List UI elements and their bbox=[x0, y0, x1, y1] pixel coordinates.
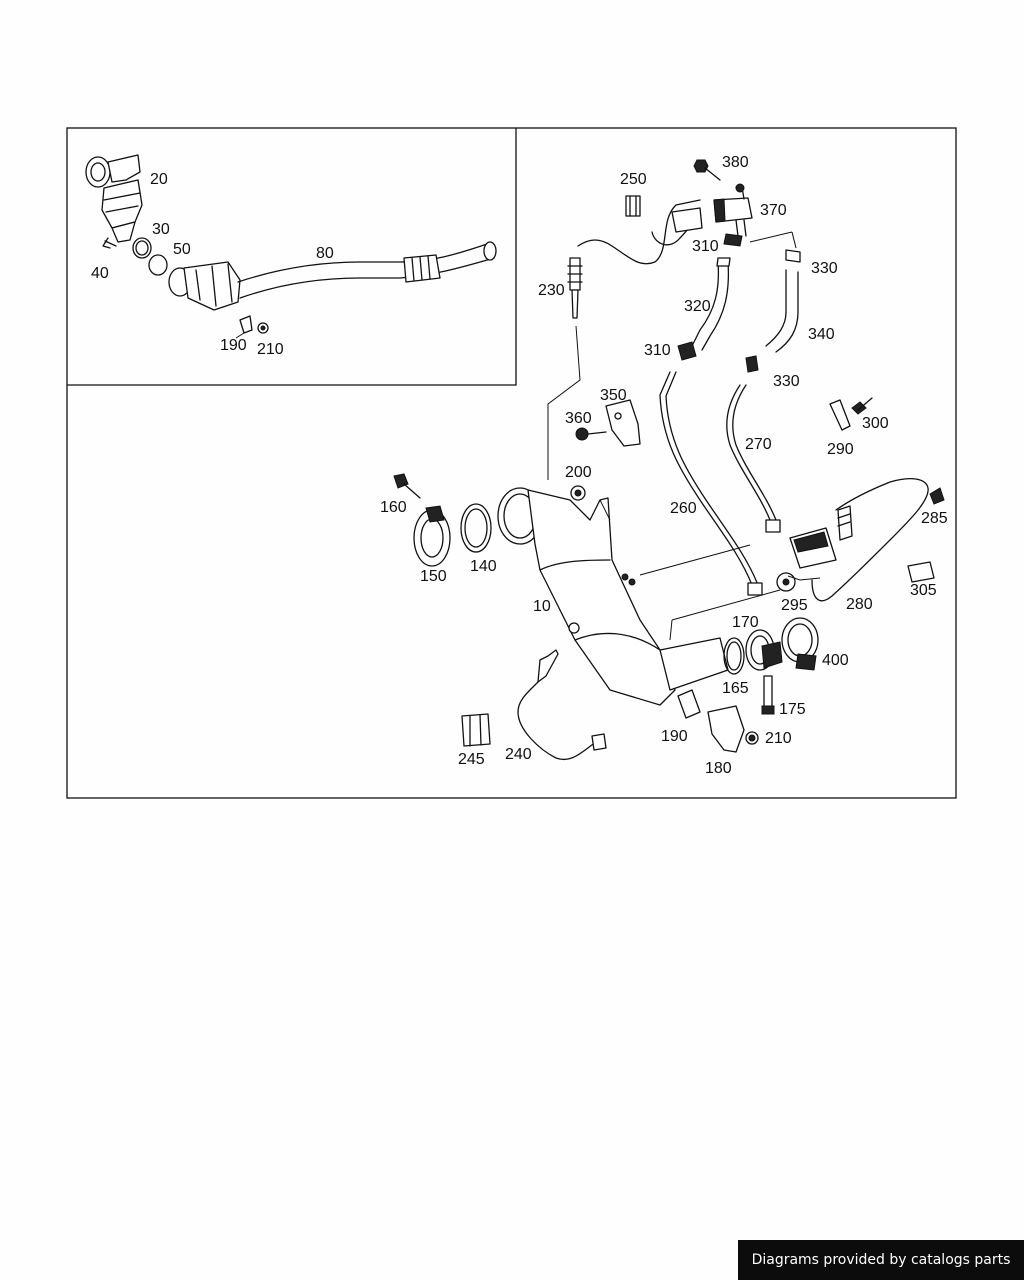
callout-80: 80 bbox=[316, 245, 334, 262]
bolt-300[interactable] bbox=[851, 397, 873, 415]
callout-165: 165 bbox=[722, 680, 749, 697]
callout-labels: 20 30 50 40 80 190 210 380 250 370 310 3… bbox=[91, 154, 948, 777]
oxygen-sensor-230[interactable] bbox=[567, 257, 583, 319]
pressure-pipe-260[interactable] bbox=[659, 371, 763, 596]
clip-310-mid[interactable] bbox=[677, 341, 697, 361]
callout-400: 400 bbox=[822, 652, 849, 669]
callout-20: 20 bbox=[150, 171, 168, 188]
nut-200[interactable] bbox=[570, 485, 586, 501]
wiring-harness-230[interactable] bbox=[577, 199, 703, 265]
bracket-350[interactable] bbox=[605, 399, 641, 447]
callout-230: 230 bbox=[538, 282, 565, 299]
callout-210: 210 bbox=[765, 730, 792, 747]
callout-250: 250 bbox=[620, 171, 647, 188]
bolt-160[interactable] bbox=[393, 473, 421, 499]
callout-160: 160 bbox=[380, 499, 407, 516]
callout-210-inset: 210 bbox=[257, 341, 284, 358]
hose-320[interactable] bbox=[691, 257, 731, 351]
callout-200: 200 bbox=[565, 464, 592, 481]
callout-360: 360 bbox=[565, 410, 592, 427]
oxygen-sensor-280[interactable] bbox=[811, 477, 929, 602]
callout-50: 50 bbox=[173, 241, 191, 258]
callout-40: 40 bbox=[91, 265, 109, 282]
callout-295: 295 bbox=[781, 597, 808, 614]
pressure-sensor-370[interactable] bbox=[713, 183, 753, 237]
callout-280: 280 bbox=[846, 596, 873, 613]
callout-170: 170 bbox=[732, 614, 759, 631]
clip-310-top[interactable] bbox=[723, 233, 743, 247]
hose-340[interactable] bbox=[765, 269, 799, 353]
callout-180: 180 bbox=[705, 760, 732, 777]
callout-10: 10 bbox=[533, 598, 551, 615]
clamp-400[interactable] bbox=[781, 617, 819, 671]
gasket-30[interactable] bbox=[132, 237, 152, 259]
catalytic-converter-20[interactable] bbox=[85, 154, 143, 243]
callout-260: 260 bbox=[670, 500, 697, 517]
callout-150: 150 bbox=[420, 568, 447, 585]
callout-190-inset: 190 bbox=[220, 337, 247, 354]
footer-credit: Diagrams provided by catalogs parts bbox=[738, 1240, 1024, 1280]
callout-140: 140 bbox=[470, 558, 497, 575]
callout-310-top: 310 bbox=[692, 238, 719, 255]
inset-frame bbox=[67, 128, 517, 386]
pressure-pipe-270[interactable] bbox=[726, 384, 781, 533]
callout-340: 340 bbox=[808, 326, 835, 343]
callout-190: 190 bbox=[661, 728, 688, 745]
callout-245: 245 bbox=[458, 751, 485, 768]
bracket-190-inset[interactable] bbox=[239, 315, 253, 334]
bolt-40[interactable] bbox=[102, 237, 117, 249]
callout-320: 320 bbox=[684, 298, 711, 315]
leader-lines bbox=[599, 499, 821, 641]
callout-330-mid: 330 bbox=[773, 373, 800, 390]
callout-175: 175 bbox=[779, 701, 806, 718]
control-unit-295[interactable] bbox=[789, 527, 837, 569]
callout-305: 305 bbox=[910, 582, 937, 599]
callout-300: 300 bbox=[862, 415, 889, 432]
seal-ring-140[interactable] bbox=[460, 503, 492, 553]
washer-295[interactable] bbox=[776, 572, 796, 592]
callout-290: 290 bbox=[827, 441, 854, 458]
bracket-305[interactable] bbox=[907, 561, 935, 583]
clamp-170[interactable] bbox=[745, 629, 783, 671]
clamp-150[interactable] bbox=[413, 505, 451, 567]
seal-ring-165[interactable] bbox=[723, 637, 745, 675]
clip-330-top[interactable] bbox=[785, 249, 801, 263]
temperature-sensor-240[interactable] bbox=[517, 649, 607, 761]
nut-210-inset[interactable] bbox=[257, 322, 269, 334]
diagram-frame bbox=[66, 127, 957, 799]
bracket-290[interactable] bbox=[829, 399, 851, 431]
clip-285[interactable] bbox=[929, 487, 945, 505]
callout-380: 380 bbox=[722, 154, 749, 171]
clip-330-mid[interactable] bbox=[745, 355, 759, 373]
bracket-180[interactable] bbox=[707, 705, 745, 753]
clip-245[interactable] bbox=[461, 713, 491, 747]
callout-285: 285 bbox=[921, 510, 948, 527]
callout-370: 370 bbox=[760, 202, 787, 219]
particulate-filter-inset[interactable] bbox=[168, 261, 241, 311]
bolt-175[interactable] bbox=[761, 675, 775, 715]
diesel-particulate-filter-10[interactable] bbox=[497, 487, 729, 706]
clip-250[interactable] bbox=[625, 195, 641, 217]
bolt-360[interactable] bbox=[575, 427, 607, 441]
front-pipe-80[interactable] bbox=[237, 241, 497, 299]
callout-270: 270 bbox=[745, 436, 772, 453]
bolt-380[interactable] bbox=[693, 159, 721, 181]
callout-30: 30 bbox=[152, 221, 170, 238]
callout-240: 240 bbox=[505, 746, 532, 763]
ring-50[interactable] bbox=[148, 254, 168, 276]
bracket-190[interactable] bbox=[677, 689, 701, 719]
callout-350: 350 bbox=[600, 387, 627, 404]
callout-310-mid: 310 bbox=[644, 342, 671, 359]
nut-210[interactable] bbox=[745, 731, 759, 745]
callout-330-top: 330 bbox=[811, 260, 838, 277]
